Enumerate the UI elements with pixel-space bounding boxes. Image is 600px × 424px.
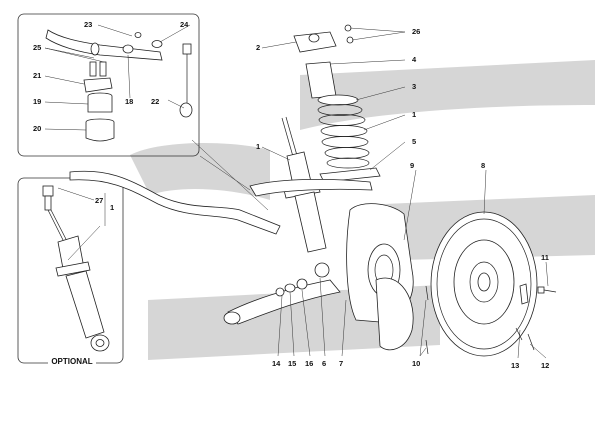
callout-27: 27 bbox=[95, 196, 103, 205]
callout-3: 2 bbox=[256, 43, 260, 52]
callout-9: 8 bbox=[481, 161, 485, 170]
brake-disc bbox=[430, 211, 538, 357]
callout-8: 7 bbox=[339, 359, 343, 368]
callout-20: 20 bbox=[33, 124, 41, 133]
watermark-logo bbox=[130, 60, 595, 360]
callout-7: 6 bbox=[322, 359, 326, 368]
callout-15: 14 bbox=[272, 359, 281, 368]
callout-13: 12 bbox=[541, 361, 549, 370]
callout-1: 1 bbox=[256, 142, 260, 151]
callout-6: 5 bbox=[412, 137, 416, 146]
callout-25: 25 bbox=[33, 43, 41, 52]
coil-spring bbox=[317, 94, 370, 169]
callout-10: 9 bbox=[410, 161, 414, 170]
stabilizer-inset-frame bbox=[17, 13, 200, 157]
callout-17: 16 bbox=[305, 359, 313, 368]
callout-24: 24 bbox=[180, 20, 189, 29]
callout-22: 22 bbox=[151, 97, 159, 106]
callout-5: 4 bbox=[412, 55, 417, 64]
callout-21: 21 bbox=[33, 71, 41, 80]
optional-caption-backdrop bbox=[48, 356, 96, 367]
optional-caption: OPTIONAL bbox=[51, 357, 92, 366]
callout-12: 11 bbox=[541, 253, 549, 262]
callout-2: 1 bbox=[412, 110, 416, 119]
optional-shock-absorber bbox=[42, 185, 110, 352]
callout-14: 13 bbox=[511, 361, 519, 370]
callout-18: 18 bbox=[125, 97, 133, 106]
main-assembly bbox=[69, 24, 557, 357]
callout-1-inset: 1 bbox=[110, 203, 114, 212]
callout-4: 3 bbox=[412, 82, 416, 91]
leader-lines bbox=[44, 24, 549, 359]
callout-26: 26 bbox=[412, 27, 420, 36]
callout-16: 15 bbox=[288, 359, 296, 368]
callout-23: 23 bbox=[84, 20, 92, 29]
callout-19: 19 bbox=[33, 97, 41, 106]
stabilizer-bar-inset bbox=[45, 29, 193, 142]
callout-labels: 23 24 25 21 19 20 18 22 27 1 2 26 4 3 1 … bbox=[33, 20, 549, 370]
callout-11: 10 bbox=[412, 359, 420, 368]
